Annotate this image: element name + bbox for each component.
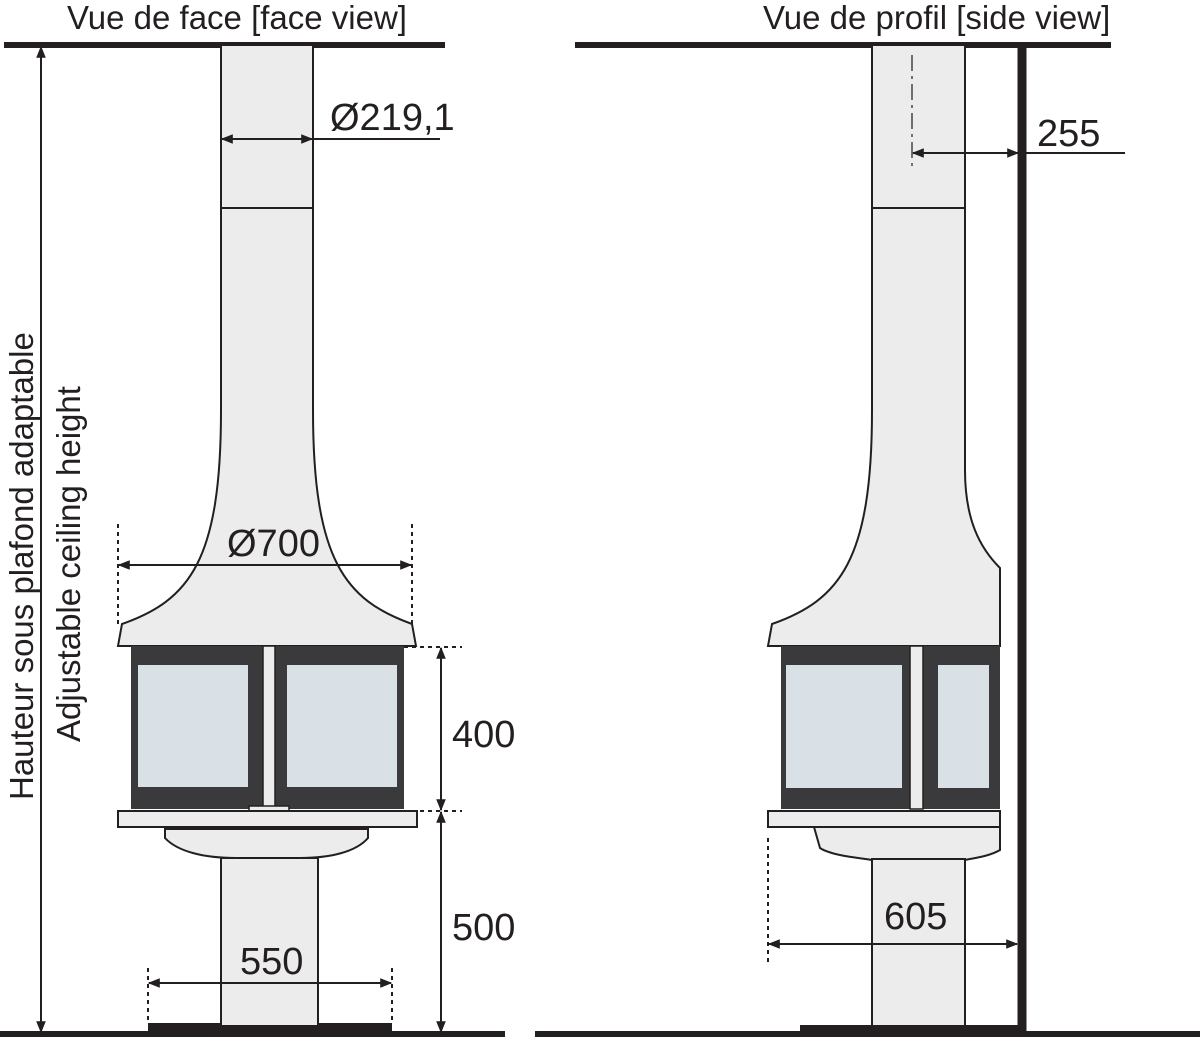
dim-hood-diameter-label: Ø700: [227, 523, 320, 565]
dim-firebox-height-label: 400: [452, 714, 515, 756]
dim-flue-diameter-label: Ø219,1: [330, 97, 455, 139]
dim-flue-diameter: Ø219,1: [220, 97, 455, 144]
dim-hood-diameter: Ø700: [117, 523, 413, 624]
face-ash-bowl: [164, 828, 369, 859]
dim-base-width-label: 550: [240, 941, 303, 983]
dim-side-depth: 605: [767, 838, 1019, 962]
side-ash-bowl: [812, 826, 1001, 861]
dim-base-height: 500: [436, 810, 515, 1034]
side-floor-plate: [800, 1025, 1020, 1032]
dim-base-width: 550: [147, 941, 393, 1022]
ceiling-height-label-en: Adjustable ceiling height: [50, 386, 87, 742]
side-hood: [766, 207, 1001, 647]
face-glass-left: [138, 665, 248, 787]
side-view: 255 605 Vue de profil [side view]: [535, 0, 1200, 1037]
dim-firebox-height: 400: [404, 646, 515, 812]
face-view-title: Vue de face [face view]: [67, 0, 407, 36]
face-glass-right: [287, 665, 397, 787]
face-flue-upper: [220, 44, 314, 209]
dim-wall-distance-label: 255: [1037, 113, 1100, 155]
face-pedestal: [220, 857, 319, 1027]
side-flue-upper: [871, 44, 966, 209]
face-base-plate: [117, 810, 418, 828]
side-view-title: Vue de profil [side view]: [763, 0, 1110, 36]
dim-base-height-label: 500: [452, 907, 515, 949]
dim-wall-distance: 255: [911, 113, 1125, 158]
side-base-plate: [767, 810, 1001, 828]
face-hood: [116, 207, 418, 647]
side-corner-post: [909, 645, 924, 810]
face-view: Ø219,1 Ø700 400 500 550 Hauteur sous pla…: [0, 0, 515, 1037]
ceiling-height-label-fr: Hauteur sous plafond adaptable: [3, 332, 40, 800]
side-pedestal: [871, 858, 966, 1027]
dim-side-depth-label: 605: [884, 896, 947, 938]
dim-ceiling-height: Hauteur sous plafond adaptable Adjustabl…: [3, 45, 87, 1034]
side-firebox: [781, 645, 1000, 810]
side-glass-side: [938, 665, 989, 788]
face-center-post: [262, 645, 276, 810]
face-firebox: [131, 645, 404, 813]
side-glass-front: [786, 665, 902, 788]
